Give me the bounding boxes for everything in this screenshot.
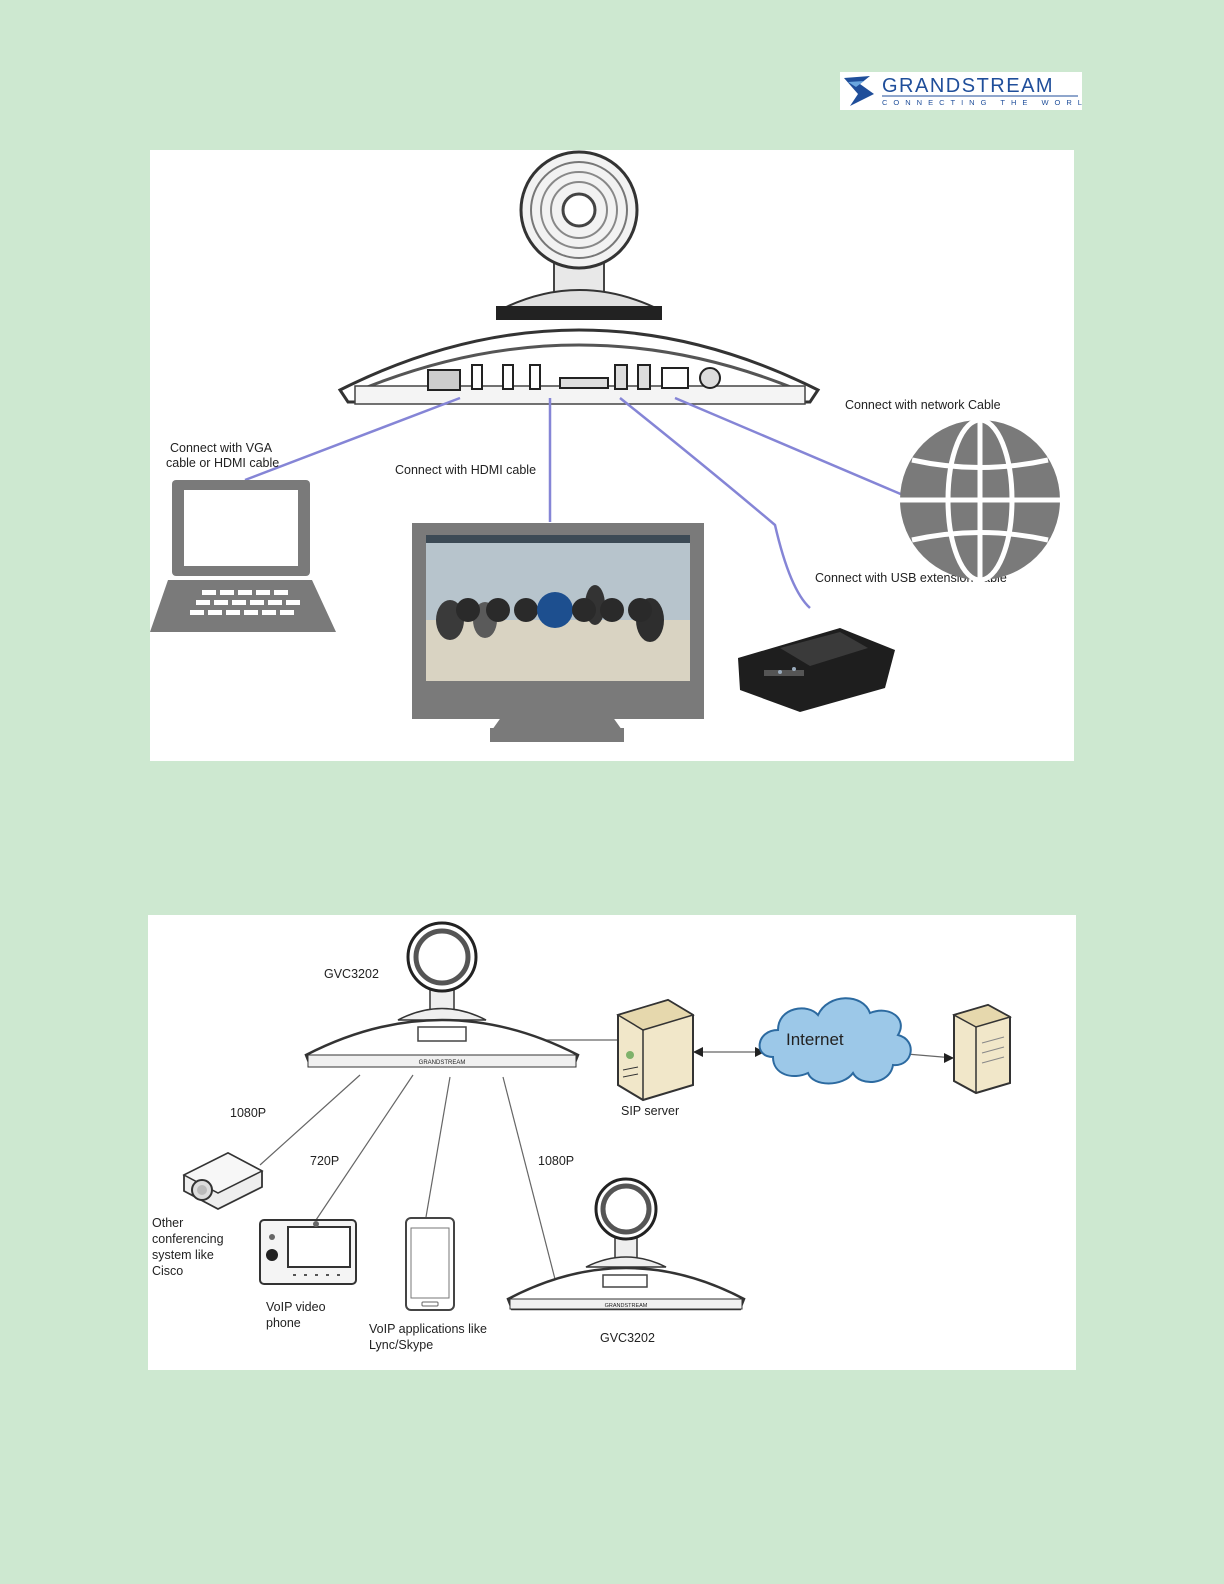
other-conferencing-label-line1: Other <box>152 1216 183 1230</box>
vga-cable-label-line1: Connect with VGA <box>170 441 273 455</box>
svg-text:GRANDSTREAM: GRANDSTREAM <box>419 1060 466 1066</box>
logo-tagline-text: CONNECTING THE WORLD <box>882 98 1082 107</box>
network-topology-diagram: GRANDSTREAM GVC3202 SIP server Internet <box>148 915 1076 1370</box>
vga-cable-label-line2: cable or HDMI cable <box>166 456 279 470</box>
other-conferencing-label-line4: Cisco <box>152 1264 183 1278</box>
remote-server-icon <box>952 1003 1012 1095</box>
gvc3202-top-label: GVC3202 <box>324 967 379 981</box>
network-globe-icon <box>900 417 1060 583</box>
gvc-resolution-label: 1080P <box>538 1154 574 1168</box>
laptop-icon <box>150 480 336 632</box>
voip-phone-label-line2: phone <box>266 1316 301 1330</box>
grandstream-logo: GRANDSTREAM CONNECTING THE WORLD <box>840 72 1093 110</box>
voip-apps-label-line2: Lync/Skype <box>369 1338 433 1352</box>
projector-icon <box>182 1151 264 1211</box>
smartphone-icon <box>405 1217 455 1311</box>
sip-server-icon <box>616 998 695 1102</box>
voip-apps-label-line1: VoIP applications like <box>369 1322 487 1336</box>
usb-speakerphone-icon <box>738 628 895 712</box>
cables <box>244 396 911 609</box>
svg-text:GRANDSTREAM: GRANDSTREAM <box>605 1303 648 1309</box>
voip-phone-label-line1: VoIP video <box>266 1300 326 1314</box>
gvc3202-bottom-device-icon: GRANDSTREAM <box>506 1177 746 1311</box>
monitor-display-icon <box>412 523 704 742</box>
connection-diagram: Connect with network Cable Connect with … <box>150 150 1074 761</box>
hdmi-cable-label: Connect with HDMI cable <box>395 463 536 477</box>
other-conferencing-label-line2: conferencing <box>152 1232 224 1246</box>
other-conferencing-label-line3: system like <box>152 1248 214 1262</box>
internet-label: Internet <box>786 1030 844 1049</box>
gvc3202-top-device-icon: GRANDSTREAM <box>304 921 580 1068</box>
gvc3202-camera-icon <box>337 150 821 405</box>
voip-video-phone-icon <box>259 1219 357 1285</box>
internet-cloud-icon <box>758 997 912 1085</box>
call-control-icons <box>456 592 652 628</box>
phone-resolution-label: 720P <box>310 1154 339 1168</box>
projector-resolution-label: 1080P <box>230 1106 266 1120</box>
logo-brand-text: GRANDSTREAM <box>882 75 1054 97</box>
network-cable-label: Connect with network Cable <box>845 398 1001 412</box>
gvc3202-bottom-label: GVC3202 <box>600 1331 655 1345</box>
sip-server-label: SIP server <box>621 1104 679 1118</box>
